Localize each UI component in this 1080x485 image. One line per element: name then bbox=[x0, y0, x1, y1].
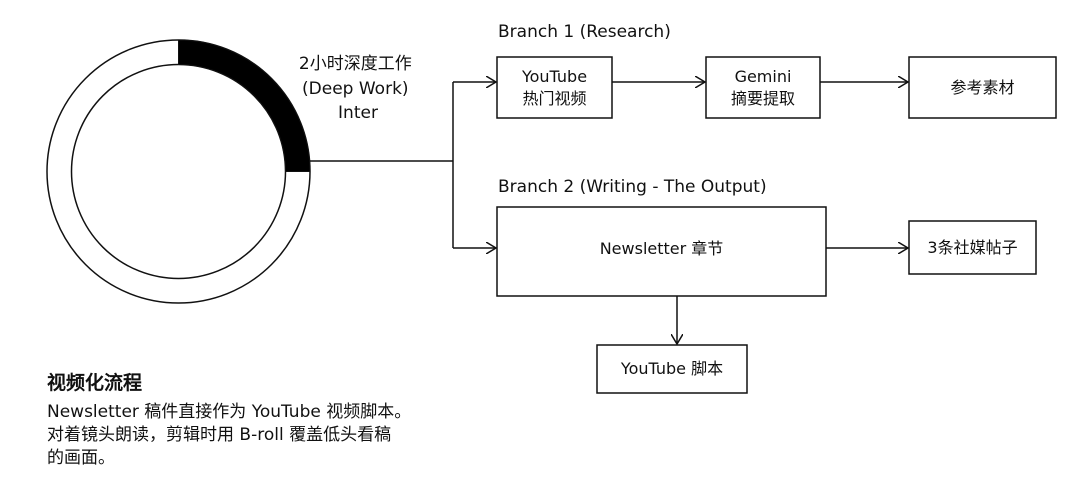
deep-work-ring bbox=[46, 39, 311, 304]
node-youtube-script: YouTube 脚本 bbox=[596, 344, 748, 394]
note-title: 视频化流程 bbox=[47, 372, 143, 394]
note-line: 对着镜头朗读，剪辑时用 B-roll 覆盖低头看稿 bbox=[47, 425, 392, 445]
branch2-title: Branch 2 (Writing - The Output) bbox=[498, 177, 767, 197]
svg-text:3条社媒帖子: 3条社媒帖子 bbox=[927, 238, 1017, 257]
svg-text:Newsletter 章节: Newsletter 章节 bbox=[600, 239, 724, 258]
node-newsletter: Newsletter 章节 bbox=[496, 206, 827, 297]
node-reference: 参考素材 bbox=[908, 56, 1057, 119]
note-line: 的画面。 bbox=[47, 448, 115, 468]
node-social-posts: 3条社媒帖子 bbox=[908, 220, 1037, 275]
video-workflow-note: 视频化流程 Newsletter 稿件直接作为 YouTube 视频脚本。 对着… bbox=[47, 368, 487, 470]
svg-text:YouTube 脚本: YouTube 脚本 bbox=[620, 359, 723, 378]
ring-label: 2小时深度工作 (Deep Work) Inter bbox=[299, 54, 417, 123]
ring-progress-arc bbox=[178, 39, 311, 172]
svg-text:参考素材: 参考素材 bbox=[950, 78, 1014, 97]
note-line: Newsletter 稿件直接作为 YouTube 视频脚本。 bbox=[47, 402, 412, 422]
branch1-title: Branch 1 (Research) bbox=[498, 22, 671, 42]
